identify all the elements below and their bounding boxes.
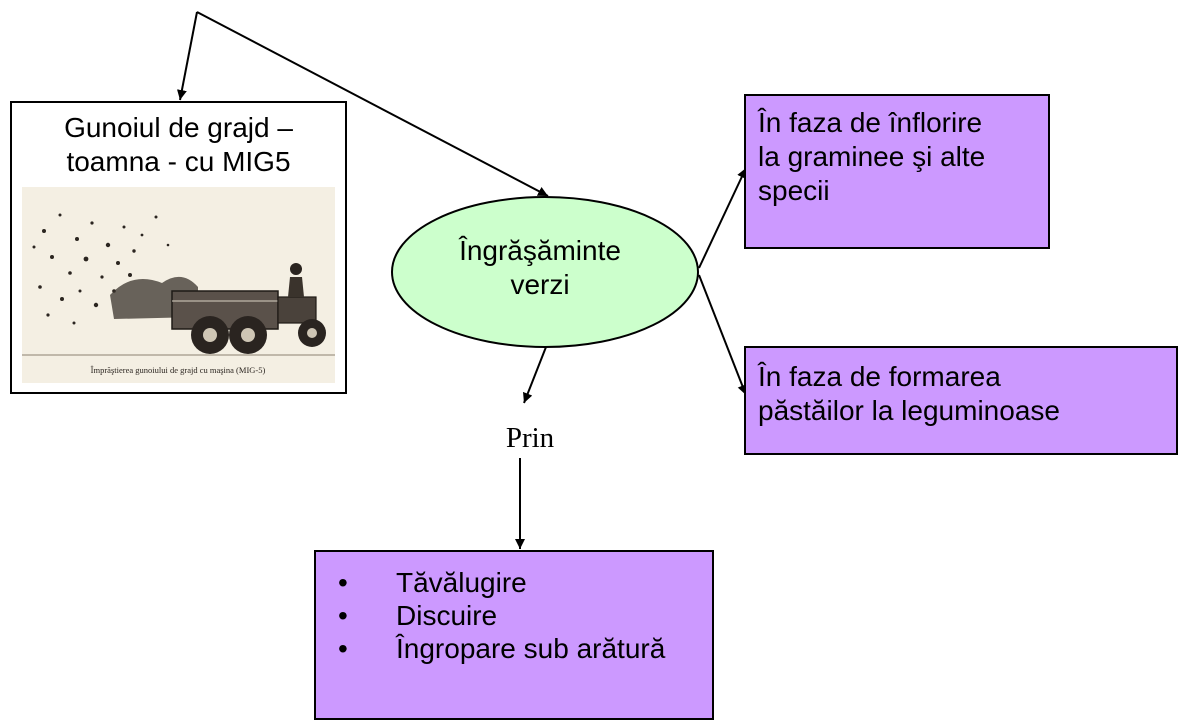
methods-box: • Tăvălugire • Discuire • Îngropare sub … [314, 550, 714, 720]
bullet-icon: • [338, 567, 348, 598]
green-fertilizer-label: Îngrăşăminte verzi [459, 235, 621, 300]
prin-label: Prin [505, 422, 555, 454]
methods-list: • Tăvălugire • Discuire • Îngropare sub … [328, 566, 700, 665]
pod-formation-box: În faza de formarea păstăilor la legumin… [744, 346, 1178, 455]
manure-title: Gunoiul de grajd – toamna - cu MIG5 [64, 112, 293, 177]
method-label: Tăvălugire [396, 567, 527, 598]
arrow-top-to-ellipse [196, 11, 549, 197]
arrow-ellipse-to-formare [698, 274, 748, 396]
illustration-caption: Împrăştierea gunoiului de grajd cu maşin… [91, 365, 266, 375]
list-item: • Tăvălugire [328, 566, 700, 599]
method-label: Îngropare sub arătură [396, 633, 666, 664]
arrow-ellipse-to-inflorire [698, 167, 747, 269]
bullet-icon: • [338, 600, 348, 631]
bullet-icon: • [338, 633, 348, 664]
flowering-phase-text: În faza de înflorire la graminee şi alte… [758, 107, 986, 206]
arrow-ellipse-to-prin [523, 346, 547, 404]
list-item: • Îngropare sub arătură [328, 632, 700, 665]
list-item: • Discuire [328, 599, 700, 632]
method-label: Discuire [396, 600, 498, 631]
manure-box: Gunoiul de grajd – toamna - cu MIG5 [10, 101, 347, 394]
flowering-phase-box: În faza de înflorire la graminee şi alte… [744, 94, 1050, 249]
manure-spreader-illustration: Împrăştierea gunoiului de grajd cu maşin… [22, 187, 335, 383]
arrow-top-to-gunoi [176, 11, 198, 101]
pod-formation-text: În faza de formarea păstăilor la legumin… [758, 361, 1060, 426]
